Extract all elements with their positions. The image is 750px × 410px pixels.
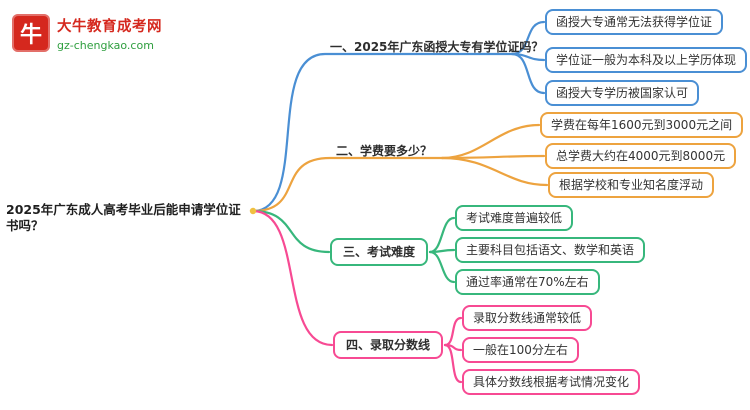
logo-site-name: 大牛教育成考网 [57, 18, 162, 35]
subtopic-node: 考试难度普遍较低 [455, 205, 574, 231]
root-topic: 2025年广东成人高考毕业后能申请学位证书吗？ [6, 202, 241, 233]
logo-site-url: gz-chengkao.com [57, 38, 154, 52]
logo-text-block: 大牛教育成考网 gz-chengkao.com [57, 15, 162, 52]
subtopic-node: 主要科目包括语文、数学和英语 [455, 237, 646, 263]
subtopic-node: 一般在100分左右 [462, 337, 579, 363]
subtopic-node: 函授大专通常无法获得学位证 [545, 9, 724, 35]
subtopic-node: 学费在每年1600元到3000元之间 [540, 112, 744, 138]
branch-2-label: 二、学费要多少？ [336, 144, 433, 158]
branch-4-label: 四、录取分数线 [333, 331, 444, 359]
subtopic-node: 函授大专学历被国家认可 [545, 80, 700, 106]
subtopic-node: 总学费大约在4000元到8000元 [545, 143, 737, 169]
subtopic-node: 根据学校和专业知名度浮动 [548, 172, 715, 198]
branch-1-label: 一、2025年广东函授大专有学位证吗？ [330, 40, 544, 54]
subtopic-node: 具体分数线根据考试情况变化 [462, 369, 641, 395]
subtopic-node: 录取分数线通常较低 [462, 305, 593, 331]
site-logo: 牛 大牛教育成考网 gz-chengkao.com [12, 14, 162, 52]
subtopic-node: 学位证一般为本科及以上学历体现 [545, 47, 748, 73]
logo-bull-icon: 牛 [12, 14, 50, 52]
logo-glyph: 牛 [19, 23, 42, 48]
subtopic-node: 通过率通常在70%左右 [455, 269, 600, 295]
root-junction-dot [249, 207, 257, 215]
branch-3-label: 三、考试难度 [330, 238, 429, 266]
